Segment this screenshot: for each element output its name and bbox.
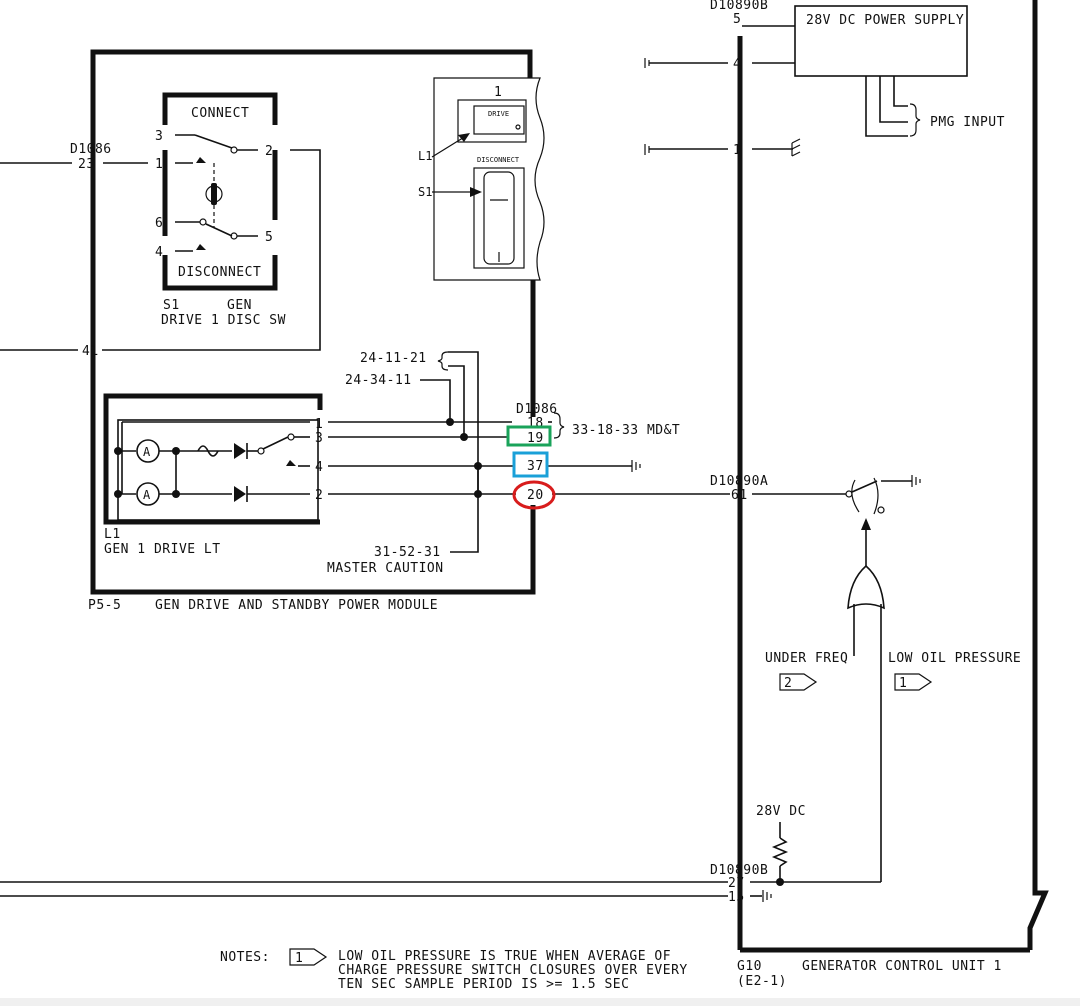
pin-19: 19: [527, 431, 544, 446]
panel-drive-text: DRIVE: [488, 110, 509, 118]
wire-pin-4: [644, 58, 795, 68]
switch-name-line2: DRIVE 1 DISC SW: [161, 313, 286, 328]
ref-24-11-21: 24-11-21: [360, 351, 427, 366]
light-pin-3: 3: [315, 431, 323, 446]
light-l1: A A 1 3 4 2 L1 GEN 1 DRIVE LT: [103, 393, 323, 557]
label-low-oil-pressure: LOW OIL PRESSURE: [888, 651, 1021, 666]
connector-d1086-mid: D1086: [516, 402, 558, 417]
pin-61: 61: [731, 488, 748, 503]
connector-d1086-left: D1086: [70, 142, 112, 157]
power-supply-label: 28V DC POWER SUPPLY: [806, 13, 964, 28]
oil-pressure-switch: [845, 475, 921, 560]
gcu-name: GENERATOR CONTROL UNIT 1: [802, 959, 1002, 974]
low-oil-note-flag: 1: [899, 676, 907, 691]
switch-disconnect-label: DISCONNECT: [178, 265, 261, 280]
wire-pin-1: [644, 138, 801, 157]
panel-l1-callout: L1: [418, 149, 432, 163]
pmg-input-label: PMG INPUT: [930, 115, 1005, 130]
notes-title: NOTES:: [220, 950, 270, 965]
module-designator: P5-5: [88, 598, 121, 613]
switch-s1: CONNECT DISCONNECT 3 2 1 6 5 4 S1 GEN DR…: [155, 92, 286, 328]
switch-pin-4: 4: [155, 245, 163, 260]
pin-15: 15: [728, 890, 745, 905]
connector-d10890b-top: D10890B: [710, 0, 768, 13]
switch-name-line1: GEN: [227, 298, 252, 313]
gcu-enclosure: [737, 0, 1049, 953]
pin-18: 18: [527, 416, 544, 431]
gcu-designator: G10: [737, 959, 762, 974]
ref-31-52-31: 31-52-31: [374, 545, 441, 560]
bottom-strip: [0, 998, 1080, 1006]
pin-20: 20: [527, 488, 544, 503]
highlight-pin-19: [506, 425, 552, 447]
under-freq-note-flag: 2: [784, 676, 792, 691]
p5-5-module-box: [90, 49, 536, 595]
switch-designator: S1: [163, 298, 180, 313]
power-supply: 28V DC POWER SUPPLY PMG INPUT: [794, 5, 1005, 137]
panel-position: 1: [494, 85, 502, 100]
lamp-a2: A: [143, 488, 151, 502]
panel-disconnect-text: DISCONNECT: [477, 156, 520, 164]
notes-line-3: TEN SEC SAMPLE PERIOD IS >= 1.5 SEC: [338, 977, 629, 992]
light-pin-4: 4: [315, 460, 323, 475]
label-28v-dc: 28V DC: [756, 804, 806, 819]
switch-pin-2: 2: [265, 144, 273, 159]
ref-master-caution: MASTER CAUTION: [327, 561, 444, 576]
notes-line-2: CHARGE PRESSURE SWITCH CLOSURES OVER EVE…: [338, 963, 688, 978]
switch-pin-1: 1: [155, 157, 163, 172]
notes-flag: 1: [295, 951, 303, 966]
ref-24-34-11: 24-34-11: [345, 373, 412, 388]
gcu-subdesignator: (E2-1): [737, 974, 787, 989]
lamp-a1: A: [143, 445, 151, 459]
pin-5: 5: [733, 12, 741, 27]
light-pin-1: 1: [315, 417, 323, 432]
pin-41: 41: [82, 344, 99, 359]
connector-d10890b-bottom: D10890B: [710, 863, 768, 878]
or-gate: [847, 560, 885, 882]
light-pin-2: 2: [315, 488, 323, 503]
switch-pin-5: 5: [265, 230, 273, 245]
light-name: GEN 1 DRIVE LT: [104, 542, 221, 557]
highlight-pin-37: [512, 451, 549, 478]
module-name: GEN DRIVE AND STANDBY POWER MODULE: [155, 598, 438, 613]
panel-s1-callout: S1: [418, 185, 432, 199]
label-under-freq: UNDER FREQ: [765, 651, 848, 666]
notes-block: NOTES: 1 LOW OIL PRESSURE IS TRUE WHEN A…: [220, 948, 688, 992]
switch-connect-label: CONNECT: [191, 106, 249, 121]
highlight-pin-20: [512, 480, 556, 510]
ref-mdt: 33-18-33 MD&T: [572, 423, 680, 438]
pin-1: 1: [733, 143, 741, 158]
pin-23: 23: [78, 157, 95, 172]
switch-pin-3: 3: [155, 129, 163, 144]
pin-27: 27: [728, 876, 745, 891]
switch-pin-6: 6: [155, 216, 163, 231]
connector-d10890a: D10890A: [710, 474, 768, 489]
notes-line-1: LOW OIL PRESSURE IS TRUE WHEN AVERAGE OF: [338, 949, 671, 964]
panel-inset: 1 DRIVE DISCONNECT L1 S1: [418, 77, 545, 281]
pin-37: 37: [527, 459, 544, 474]
pin-4: 4: [733, 57, 741, 72]
light-designator: L1: [104, 527, 121, 542]
